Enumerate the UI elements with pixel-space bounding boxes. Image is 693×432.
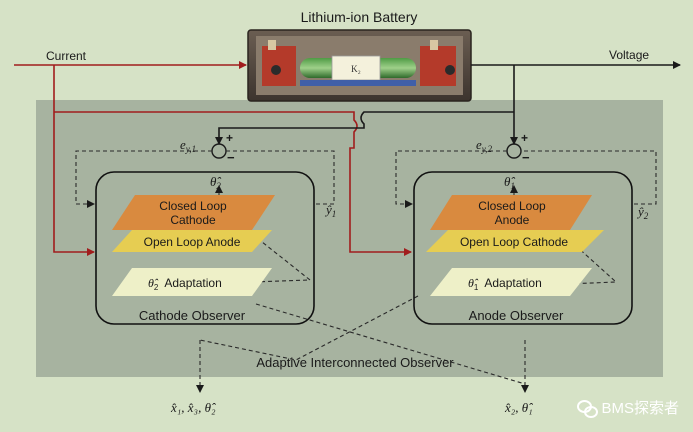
anode-open-loop-layer (426, 230, 604, 252)
plus-sign-1: + (226, 131, 233, 145)
cathode-observer-label: Cathode Observer (139, 308, 246, 323)
plus-sign-2: + (521, 131, 528, 145)
theta1-hat-label: θ̂1 (504, 174, 515, 191)
current-label: Current (46, 49, 87, 63)
error-label-2: ey,2 (476, 137, 493, 154)
cathode-open-loop-label: Open Loop Anode (144, 235, 241, 249)
anode-closed-loop-line1: Closed Loop (478, 199, 546, 213)
cathode-closed-loop-line1: Closed Loop (159, 199, 227, 213)
anode-open-loop-label: Open Loop Cathode (460, 235, 568, 249)
wechat-icon (577, 399, 599, 418)
battery-title: Lithium-ion Battery (301, 9, 418, 25)
cathode-observer-box (95, 171, 315, 325)
cathode-open-loop-layer (112, 230, 272, 252)
anode-closed-loop-line2: Anode (495, 213, 530, 227)
battery-image: K₂ (247, 29, 472, 102)
voltage-wires (215, 61, 681, 145)
watermark: BMS探索者 (577, 397, 679, 418)
cathode-adaptation-layer (112, 268, 272, 296)
output-right-label: x̂₂, θ̂₁ (504, 400, 533, 415)
cathode-closed-loop-line2: Cathode (170, 213, 216, 227)
y2-hat-label: ŷ2 (636, 204, 649, 221)
output-left-label: x̂₁, x̂₃, θ̂₂ (170, 400, 216, 415)
anode-adaptation-layer (430, 268, 592, 296)
anode-observer-box (413, 171, 633, 325)
feedback-loops (75, 150, 657, 393)
cathode-closed-loop-layer (112, 195, 275, 230)
error-label-1: ey,1 (180, 137, 196, 154)
y1-hat-label: ŷ1 (324, 202, 336, 219)
minus-sign-1: − (227, 150, 235, 165)
minus-sign-2: − (522, 150, 530, 165)
container-label: Adaptive Interconnected Observer (256, 355, 454, 370)
theta2-hat-label: θ̂2 (210, 174, 221, 191)
voltage-label: Voltage (609, 48, 649, 62)
anode-observer-label: Anode Observer (469, 308, 564, 323)
watermark-text: BMS探索者 (601, 400, 679, 417)
anode-closed-loop-layer (430, 195, 592, 230)
battery-sticker: K₂ (351, 64, 361, 74)
